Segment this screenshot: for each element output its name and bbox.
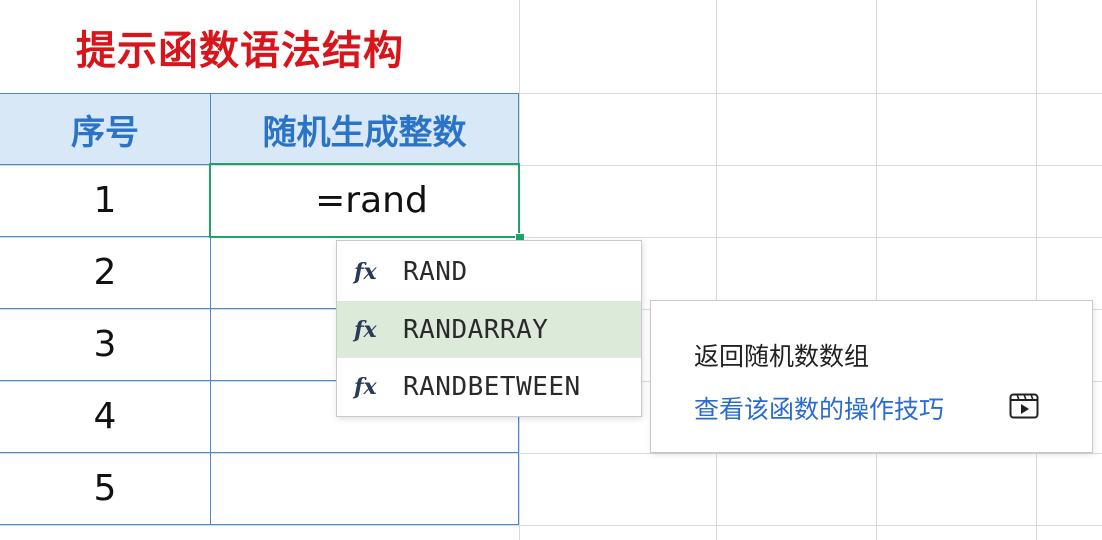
video-play-icon[interactable] [1009, 393, 1039, 419]
page-title: 提示函数语法结构 [76, 28, 404, 74]
function-autocomplete-list: fx RAND fx RANDARRAY fx RANDBETWEEN [336, 240, 642, 417]
index-cell[interactable]: 1 [0, 165, 211, 237]
grid-line [0, 165, 1102, 166]
function-description: 返回随机数数组 [694, 342, 870, 371]
grid-line [0, 453, 1102, 454]
active-cell-editor[interactable]: =rand [209, 163, 520, 238]
function-icon: fx [354, 373, 377, 400]
grid-line [0, 237, 1102, 238]
autocomplete-item-randarray[interactable]: fx RANDARRAY [337, 301, 641, 358]
function-name: RANDBETWEEN [403, 371, 581, 402]
value-cell[interactable] [211, 453, 519, 525]
grid-line [876, 0, 877, 540]
function-icon: fx [354, 258, 377, 285]
grid-line [1036, 0, 1037, 540]
autocomplete-item-rand[interactable]: fx RAND [337, 243, 641, 300]
function-name: RANDARRAY [403, 314, 549, 345]
grid-line [0, 93, 1102, 94]
function-icon: fx [354, 316, 377, 343]
index-cell[interactable]: 2 [0, 237, 211, 309]
header-cell-index[interactable]: 序号 [0, 93, 211, 165]
header-cell-random-int[interactable]: 随机生成整数 [211, 93, 519, 165]
value-cell[interactable] [211, 381, 519, 453]
grid-line [0, 525, 1102, 526]
function-tooltip: 返回随机数数组 查看该函数的操作技巧 [650, 300, 1093, 453]
grid-line [716, 0, 717, 540]
index-cell[interactable]: 3 [0, 309, 211, 381]
function-tips-link[interactable]: 查看该函数的操作技巧 [694, 395, 945, 424]
index-cell[interactable]: 4 [0, 381, 211, 453]
autocomplete-item-randbetween[interactable]: fx RANDBETWEEN [337, 358, 641, 415]
index-cell[interactable]: 5 [0, 453, 211, 525]
function-name: RAND [403, 256, 468, 287]
